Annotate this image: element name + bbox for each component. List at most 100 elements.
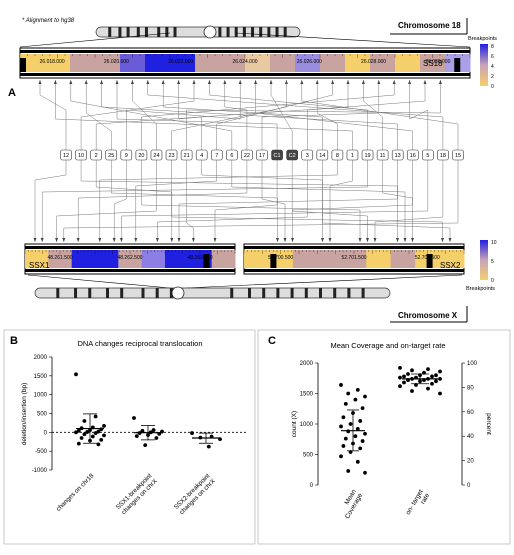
data-point: [426, 367, 430, 371]
tick-label: 48.262.500: [117, 255, 142, 261]
sample-label: C1: [274, 153, 281, 159]
sample-box: [150, 149, 163, 161]
sample-label: 10: [78, 153, 84, 159]
data-point: [398, 375, 402, 380]
category-label: MeanCoverage: [338, 488, 365, 520]
tick-label: 26.024.000: [232, 59, 257, 65]
breakpoint-links: [33, 80, 459, 242]
tick-label: 26.026.000: [297, 59, 322, 65]
axis-tick-label: 1000: [34, 393, 48, 399]
sample-box: [226, 149, 238, 161]
legend-bottom-colorbar: [480, 240, 488, 280]
sample-box: [180, 149, 193, 161]
panel-a-letter: A: [8, 87, 16, 99]
data-point: [74, 372, 78, 377]
data-point: [402, 380, 406, 385]
data-point: [438, 376, 442, 381]
data-point: [355, 387, 360, 392]
data-point: [363, 431, 367, 436]
data-point: [398, 384, 402, 389]
sample-label: 20: [138, 153, 144, 159]
data-point: [434, 373, 438, 378]
panel-c-letter: C: [268, 335, 276, 347]
data-point: [410, 368, 414, 373]
sample-label: 7: [215, 153, 218, 159]
data-point: [206, 444, 211, 449]
legend-bottom-title: Breakpoints: [466, 286, 495, 292]
data-point: [438, 369, 442, 374]
sample-box: [256, 149, 268, 161]
data-point: [93, 414, 98, 419]
data-point: [353, 434, 358, 439]
legend-tick: 4: [491, 64, 494, 70]
sample-label: 14: [319, 153, 325, 159]
chrx-label: Chromosome X: [398, 311, 458, 320]
axis-tick-label: 2000: [300, 361, 314, 367]
data-point: [398, 365, 402, 370]
legend-tick: 6: [491, 54, 494, 60]
data-point: [143, 443, 148, 448]
tick-label: 26.028.000: [361, 59, 386, 65]
data-point: [346, 429, 351, 434]
data-point: [96, 442, 101, 447]
axis-tick-label: 500: [37, 412, 48, 418]
data-point: [363, 394, 367, 399]
category-label: changes on chr18: [55, 472, 96, 513]
data-point: [430, 381, 434, 386]
axis-tick-label: 500: [303, 453, 314, 459]
axis-tick-label: 100: [467, 361, 478, 367]
ssx2-label: SSX2: [440, 261, 461, 270]
panel-b-letter: B: [10, 335, 18, 347]
sample-label: 22: [244, 153, 250, 159]
axis-tick-label: 1000: [300, 422, 314, 428]
data-point: [102, 433, 106, 438]
data-point: [82, 419, 87, 423]
category-label: SSX2-breakpointchanges on chrX: [173, 472, 217, 516]
sample-box: [316, 149, 329, 161]
alignment-note: * Alignment to hg38: [22, 18, 75, 24]
data-point: [341, 444, 346, 448]
sample-label: 25: [108, 153, 114, 159]
chr18-ideogram: [95, 25, 301, 39]
data-point: [406, 372, 410, 376]
data-point: [79, 436, 84, 440]
data-point: [74, 430, 78, 435]
sample-box: [75, 149, 87, 161]
sample-label: 1: [351, 153, 354, 159]
data-point: [134, 434, 139, 438]
axis-tick-label: 0: [467, 483, 471, 489]
chrx-ideogram: [34, 286, 391, 300]
sample-box: [376, 149, 389, 161]
sample-label: 24: [153, 153, 159, 159]
data-point: [99, 437, 104, 442]
sample-box: [60, 149, 72, 161]
chart-b-title: DNA changes reciprocal translocation: [77, 339, 202, 348]
sample-label: 11: [380, 153, 386, 159]
sample-box: [120, 149, 133, 161]
data-point: [339, 454, 343, 459]
axis-tick-label: 1500: [300, 392, 314, 398]
axis-tick-label: 0: [44, 430, 48, 436]
sample-box: [165, 149, 178, 161]
sample-box: [301, 149, 314, 161]
sample-label: C2: [289, 153, 296, 159]
ssx1-label: SSX1: [29, 261, 50, 270]
sample-box: [331, 149, 344, 161]
chart-c-y2label: percent: [485, 413, 492, 435]
axis-tick-label: 0: [310, 483, 314, 489]
data-point: [339, 383, 343, 387]
legend-tick: 10: [491, 240, 497, 246]
data-point: [346, 391, 351, 396]
sample-box: [105, 149, 118, 161]
data-point: [363, 470, 367, 475]
data-point: [426, 386, 430, 391]
sample-label: 23: [168, 153, 174, 159]
data-point: [151, 428, 156, 432]
data-point: [402, 374, 406, 379]
